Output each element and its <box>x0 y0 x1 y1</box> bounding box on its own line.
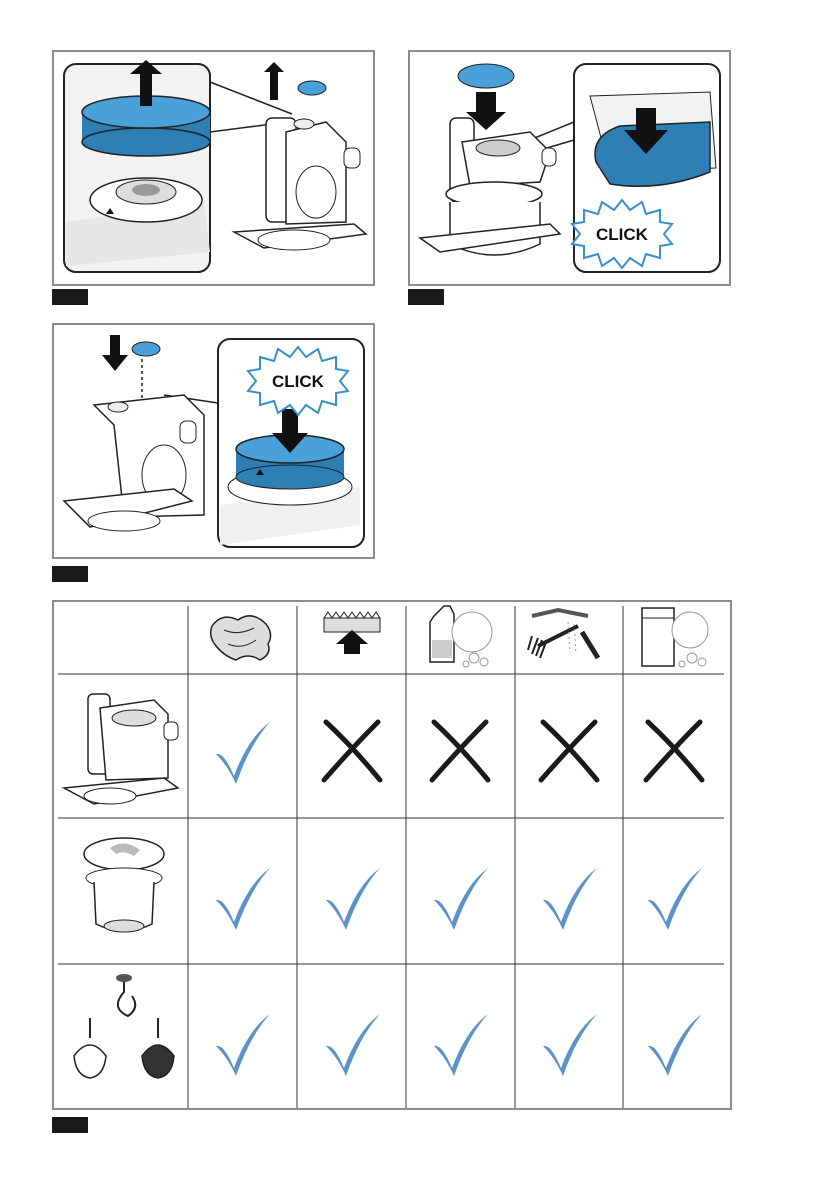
blue-cap-small-icon <box>298 81 326 95</box>
appliance-icon <box>64 395 204 531</box>
tools-icon <box>74 974 174 1078</box>
arrow-up-small-icon <box>264 62 284 100</box>
cross-mark-icon <box>646 722 702 780</box>
cleaning-table-grid <box>54 602 730 1108</box>
cleaning-table <box>52 600 732 1110</box>
check-mark-icon <box>326 1014 380 1076</box>
step-3-illustration: CLICK <box>54 325 373 557</box>
step-3-panel: CLICK <box>52 323 375 559</box>
check-mark-icon <box>216 722 270 784</box>
cross-mark-icon <box>324 722 380 780</box>
arrow-down-small-icon <box>102 335 128 371</box>
check-mark-icon <box>434 868 488 930</box>
step-1-illustration <box>54 52 373 284</box>
check-mark-icon <box>326 868 380 930</box>
blue-cap-small-icon <box>132 342 160 356</box>
brush-rinse-icon <box>528 610 598 658</box>
cleaning-marks <box>216 722 702 1076</box>
click-callout-badge: CLICK <box>248 347 348 415</box>
step-2-illustration: CLICK <box>410 52 729 284</box>
blue-cap-small-icon <box>458 64 514 88</box>
cross-mark-icon <box>432 722 488 780</box>
step-1-tab <box>52 289 88 305</box>
table-tab <box>52 1117 88 1133</box>
appliance-icon <box>234 118 366 250</box>
step-2-tab <box>408 289 444 305</box>
click-label: CLICK <box>596 225 649 244</box>
damp-cloth-icon <box>211 616 271 660</box>
step-3-tab <box>52 566 88 582</box>
cross-mark-icon <box>541 722 597 780</box>
check-mark-icon <box>434 1014 488 1076</box>
dish-soap-icon <box>430 606 492 667</box>
check-mark-icon <box>543 1014 597 1076</box>
step-2-panel: CLICK <box>408 50 731 286</box>
click-callout-badge: CLICK <box>572 200 672 268</box>
click-label: CLICK <box>272 372 325 391</box>
bowl-lid-icon <box>84 838 164 932</box>
check-mark-icon <box>648 1014 702 1076</box>
step-1-panel <box>52 50 375 286</box>
appliance-base-icon <box>64 694 178 804</box>
appliance-with-bowl-icon <box>420 118 560 255</box>
drive-hub-icon <box>90 178 202 222</box>
blue-cap-zoom-icon <box>590 92 716 186</box>
dishwasher-icon <box>642 608 708 667</box>
check-mark-icon <box>648 868 702 930</box>
sponge-scrub-icon <box>324 612 380 654</box>
check-mark-icon <box>216 1014 270 1076</box>
check-mark-icon <box>216 868 270 930</box>
check-mark-icon <box>543 868 597 930</box>
